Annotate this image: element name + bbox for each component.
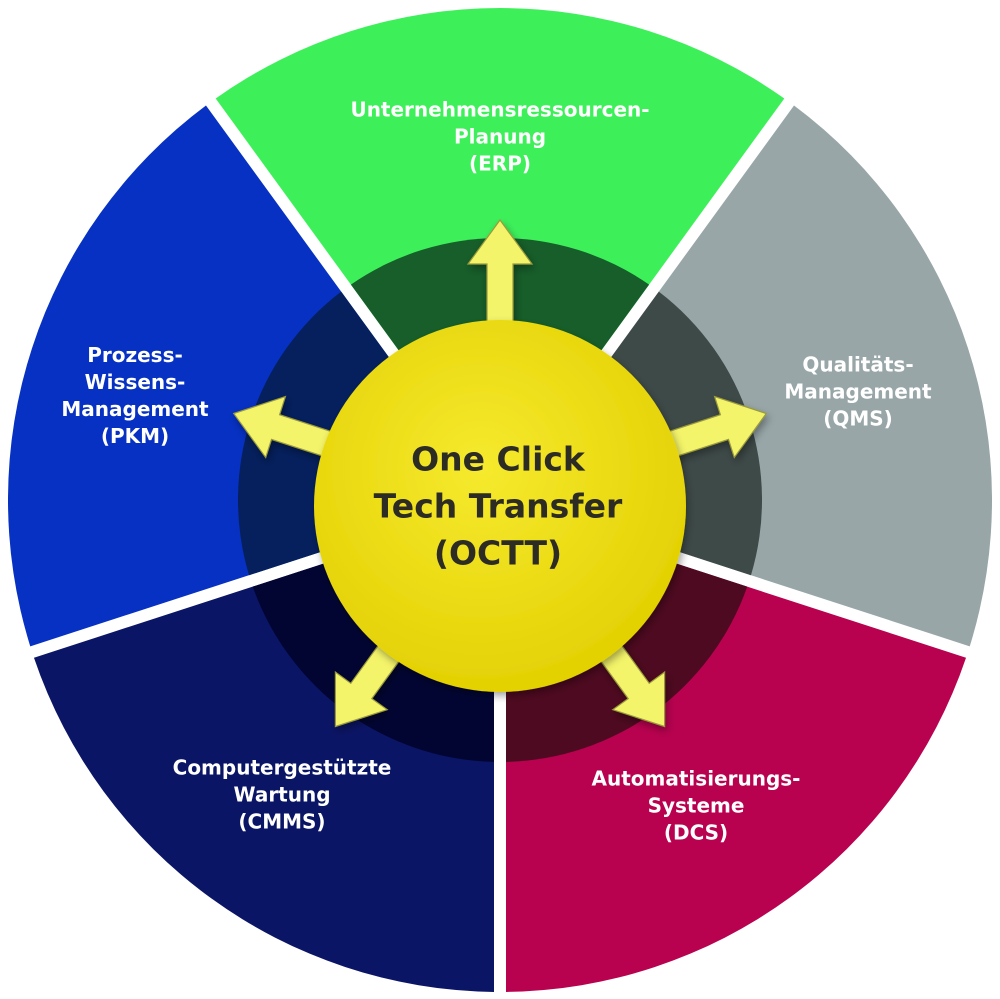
- segment-label-line: (QMS): [823, 406, 893, 431]
- segment-label-line: Unternehmensressourcen-: [350, 97, 650, 122]
- center-layer: [314, 320, 686, 692]
- center-title: One Click Tech Transfer (OCTT): [374, 436, 623, 577]
- segment-label-line: Systeme: [647, 793, 745, 818]
- center-title-line: Tech Transfer: [373, 486, 623, 526]
- segment-label-line: Computergestützte: [172, 755, 392, 780]
- segment-label-line: Wissens-: [84, 370, 186, 394]
- segment-label-pkm: Prozess- Wissens- Management (PKM): [61, 342, 208, 450]
- center-title-line: One Click: [411, 439, 585, 479]
- segment-label-line: Management: [784, 379, 932, 404]
- segment-label-dcs: Automatisierungs- Systeme (DCS): [592, 766, 801, 847]
- segment-label-cmms: Computergestützte Wartung (CMMS): [173, 755, 392, 836]
- segment-label-line: (DCS): [663, 820, 729, 845]
- segment-label-line: Prozess-: [87, 343, 183, 367]
- segment-label-line: (ERP): [468, 151, 531, 176]
- segment-label-line: Automatisierungs-: [591, 766, 801, 791]
- segment-label-erp: Unternehmensressourcen- Planung (ERP): [350, 97, 649, 178]
- segment-label-qms: Qualitäts- Management (QMS): [784, 352, 931, 433]
- segment-label-line: (CMMS): [238, 809, 326, 834]
- center-circle: [314, 320, 686, 692]
- segment-label-line: Qualitäts-: [802, 352, 914, 377]
- segment-label-line: Wartung: [233, 782, 331, 807]
- segment-label-line: Planung: [453, 124, 547, 149]
- center-title-line: (OCTT): [433, 533, 563, 573]
- segment-label-line: Management: [61, 397, 209, 421]
- segment-label-line: (PKM): [100, 424, 170, 448]
